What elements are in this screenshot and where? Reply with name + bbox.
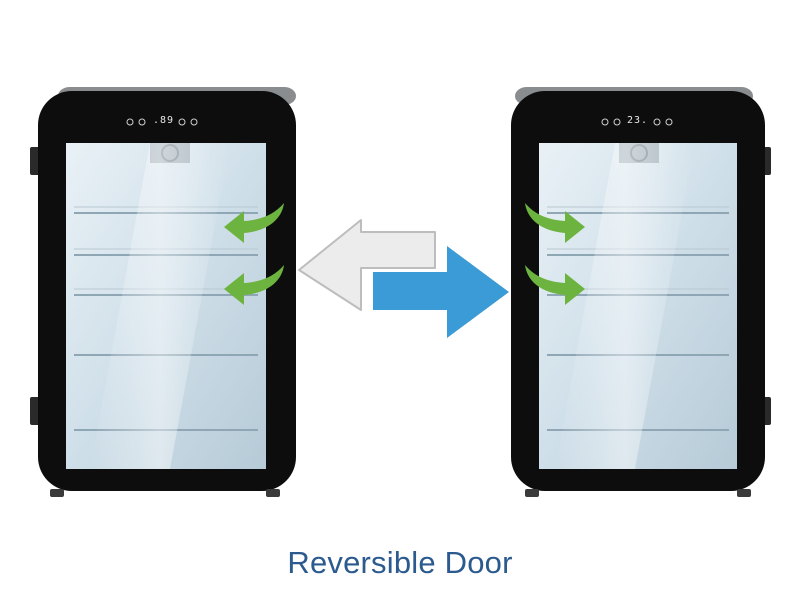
swap-arrows <box>298 219 509 338</box>
temperature-display-right: 23. <box>627 115 649 126</box>
green-arrow-right-bottom <box>525 265 585 305</box>
temperature-display-left: .89 <box>153 115 175 126</box>
green-arrow-right-top <box>525 203 585 243</box>
green-arrow-left-top <box>224 203 284 243</box>
caption-text: Reversible Door <box>287 545 513 580</box>
fridge-right <box>511 87 771 497</box>
fridge-left <box>30 87 296 497</box>
gray-arrow-left <box>298 219 436 311</box>
blue-arrow-right <box>373 246 509 338</box>
green-arrow-left-bottom <box>224 265 284 305</box>
